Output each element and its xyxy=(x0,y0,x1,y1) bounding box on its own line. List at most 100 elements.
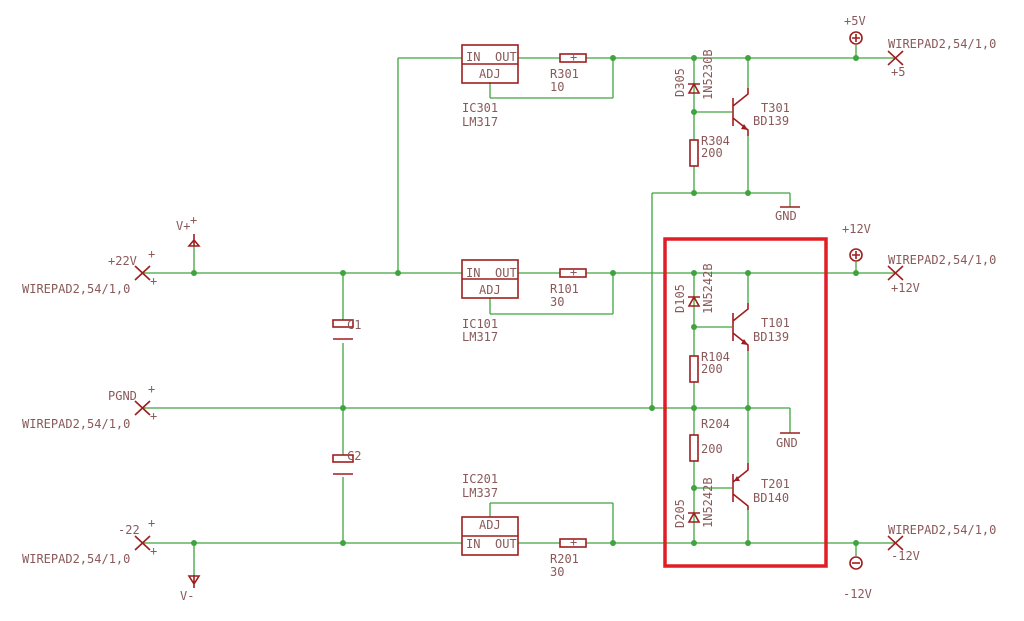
svg-text:IN: IN xyxy=(466,266,480,280)
supply-p12v: +12V xyxy=(842,222,871,262)
wirepad-m22[interactable]: -22 + WIREPAD2,54/1,0 + xyxy=(22,516,157,566)
pad-x-icon xyxy=(134,400,151,416)
wirepad-pgnd-label: PGND xyxy=(108,389,137,403)
transistor-t301[interactable]: T301 BD139 xyxy=(732,88,790,136)
supply-vminus: V- xyxy=(180,575,201,603)
r304-value: 200 xyxy=(701,146,723,160)
diode-d205[interactable]: D205 1N5242B xyxy=(673,477,715,528)
pad-x-icon xyxy=(887,50,904,66)
svg-text:ADJ: ADJ xyxy=(479,518,501,532)
resistor-body xyxy=(689,434,699,462)
d105-value: 1N5242B xyxy=(701,263,715,314)
r101-value: 30 xyxy=(550,295,564,309)
resistor-body xyxy=(559,53,587,63)
d205-value: 1N5242B xyxy=(701,477,715,528)
svg-text:ADJ: ADJ xyxy=(479,67,501,81)
wirepad-m12-part: WIREPAD2,54/1,0 xyxy=(888,523,996,537)
wires xyxy=(143,45,895,575)
supply-p5v: +5V xyxy=(844,14,866,45)
zener-diode-icon xyxy=(687,511,701,523)
ic201-name: IC201 xyxy=(462,472,498,486)
r301-name: R301 xyxy=(550,67,579,81)
resistor-r104[interactable]: R104 200 xyxy=(689,350,730,383)
wirepad-m12[interactable]: WIREPAD2,54/1,0 -12V xyxy=(887,523,996,563)
wirepad-22v[interactable]: +22V + WIREPAD2,54/1,0 + xyxy=(22,247,157,296)
svg-text:+: + xyxy=(150,544,157,558)
supply-p5v-label: +5V xyxy=(844,14,866,28)
wirepad-pgnd[interactable]: PGND + WIREPAD2,54/1,0 + xyxy=(22,382,157,431)
r104-value: 200 xyxy=(701,362,723,376)
wirepad-5v-part: WIREPAD2,54/1,0 xyxy=(888,37,996,51)
pad-x-icon xyxy=(887,535,904,551)
resistor-body xyxy=(559,538,587,548)
capacitor-c2[interactable]: C2 xyxy=(332,449,361,475)
ground-mid-label: GND xyxy=(776,436,798,450)
t301-name: T301 xyxy=(761,101,790,115)
c1-name: C1 xyxy=(347,318,361,332)
ic301-name: IC301 xyxy=(462,101,498,115)
diode-d305[interactable]: D305 1N5230B xyxy=(673,49,715,100)
wirepad-22v-part: WIREPAD2,54/1,0 xyxy=(22,282,130,296)
selection-highlight-box xyxy=(663,237,828,568)
diode-d105[interactable]: D105 1N5242B xyxy=(673,263,715,314)
capacitor-plate xyxy=(332,454,354,463)
wirepad-22v-label: +22V xyxy=(108,254,137,268)
ic101-name: IC101 xyxy=(462,317,498,331)
resistor-r304[interactable]: R304 200 xyxy=(689,134,730,167)
svg-text:+: + xyxy=(190,213,197,227)
resistor-body xyxy=(559,268,587,278)
supply-vplus-label: V+ xyxy=(176,219,190,233)
svg-text:+: + xyxy=(148,382,155,396)
svg-text:+: + xyxy=(570,265,577,279)
capacitor-c1[interactable]: C1 xyxy=(332,318,361,340)
resistor-body xyxy=(689,355,699,383)
r204-value: 200 xyxy=(701,442,723,456)
supply-arrow-up-icon xyxy=(187,234,201,247)
svg-text:+: + xyxy=(570,50,577,64)
d305-value: 1N5230B xyxy=(701,49,715,100)
ic301[interactable]: IN OUT ADJ IC301 LM317 xyxy=(461,44,519,129)
supply-arrow-down-icon xyxy=(187,575,201,588)
resistor-r101[interactable]: + R101 30 xyxy=(550,265,587,309)
ic101[interactable]: IN OUT ADJ IC101 LM317 xyxy=(461,259,519,344)
svg-text:+: + xyxy=(148,247,155,261)
supply-p12v-label: +12V xyxy=(842,222,871,236)
pad-x-icon xyxy=(887,265,904,281)
supply-minus-icon xyxy=(849,556,863,570)
resistor-body xyxy=(689,139,699,167)
transistor-t101[interactable]: T101 BD139 xyxy=(732,303,790,351)
t301-value: BD139 xyxy=(753,114,789,128)
supply-vminus-label: V- xyxy=(180,589,194,603)
wirepad-12v[interactable]: WIREPAD2,54/1,0 +12V xyxy=(887,253,996,295)
resistor-r204[interactable]: R204 200 xyxy=(689,417,730,462)
transistor-t201[interactable]: T201 BD140 xyxy=(732,463,790,510)
ic201[interactable]: ADJ IN OUT IC201 LM337 xyxy=(461,472,519,556)
supply-vplus: V+ + xyxy=(176,213,201,247)
supply-plus-icon xyxy=(849,248,863,262)
pad-x-icon xyxy=(134,535,151,551)
t201-value: BD140 xyxy=(753,491,789,505)
r204-name: R204 xyxy=(701,417,730,431)
ground-top-label: GND xyxy=(775,209,797,223)
capacitor-plate xyxy=(332,319,354,328)
svg-text:OUT: OUT xyxy=(495,50,517,64)
ic101-value: LM317 xyxy=(462,330,498,344)
ground-mid: GND xyxy=(776,432,800,450)
svg-text:OUT: OUT xyxy=(495,266,517,280)
zener-diode-icon xyxy=(687,82,701,94)
d205-name: D205 xyxy=(673,499,687,528)
zener-diode-icon xyxy=(687,295,701,307)
r304-name: R304 xyxy=(701,134,730,148)
t201-name: T201 xyxy=(761,477,790,491)
svg-text:IN: IN xyxy=(466,537,480,551)
d105-name: D105 xyxy=(673,284,687,313)
d305-name: D305 xyxy=(673,68,687,97)
wirepad-5v[interactable]: WIREPAD2,54/1,0 +5 xyxy=(887,37,996,79)
resistor-r301[interactable]: + R301 10 xyxy=(550,50,587,94)
supply-m12v-label: -12V xyxy=(843,587,872,601)
resistor-r201[interactable]: + R201 30 xyxy=(550,535,587,579)
r101-name: R101 xyxy=(550,282,579,296)
svg-text:+: + xyxy=(150,409,157,423)
t101-name: T101 xyxy=(761,316,790,330)
